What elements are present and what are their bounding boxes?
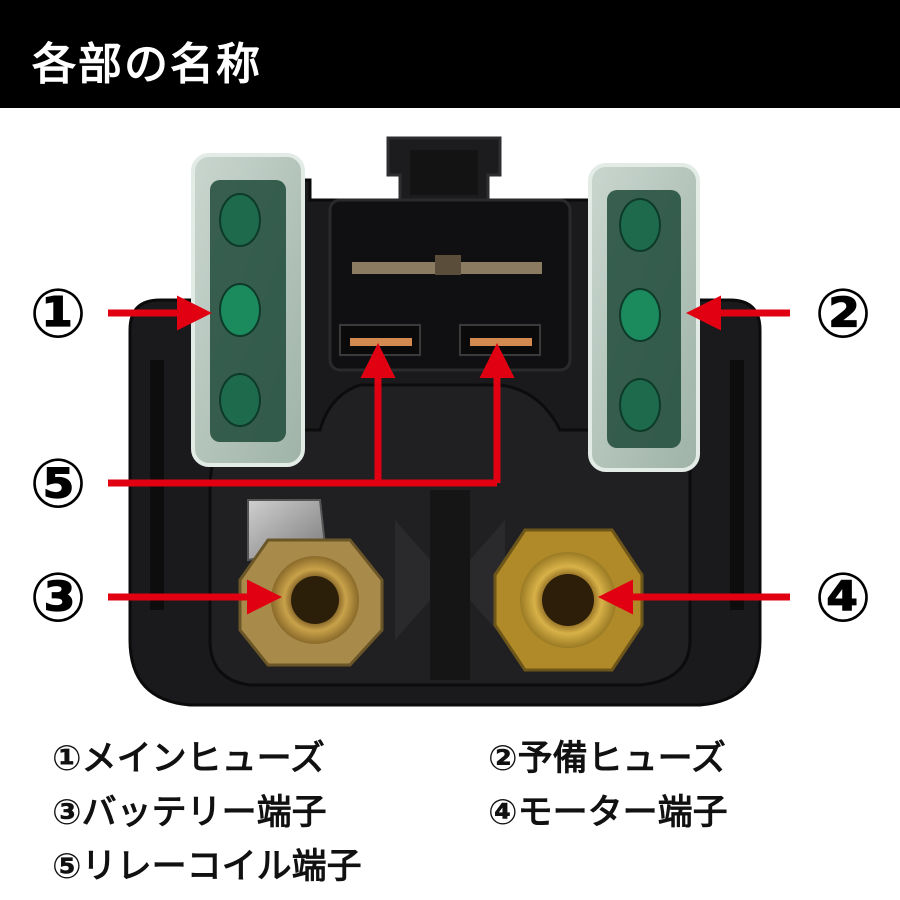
relay-diagram: ① ② ⑤ ③ ④ bbox=[29, 136, 872, 707]
spare-fuse bbox=[588, 163, 700, 472]
callout-1: ① bbox=[29, 275, 87, 354]
callout-2: ② bbox=[814, 275, 872, 354]
legend-battery-terminal: ③バッテリー端子 bbox=[52, 793, 327, 833]
callout-5: ⑤ bbox=[29, 445, 87, 524]
legend-relay-coil-terminal: ⑤リレーコイル端子 bbox=[52, 847, 362, 887]
arrows bbox=[108, 295, 790, 615]
callout-4: ④ bbox=[814, 559, 872, 638]
parts-legend: ①メインヒューズ ②予備ヒューズ ③バッテリー端子 ④モーター端子 ⑤リレーコイ… bbox=[0, 720, 900, 900]
legend-motor-terminal: ④モーター端子 bbox=[488, 793, 728, 833]
battery-terminal bbox=[238, 499, 384, 667]
legend-main-fuse: ①メインヒューズ bbox=[52, 739, 325, 779]
callout-3: ③ bbox=[29, 559, 87, 638]
page-title: 各部の名称 bbox=[32, 39, 262, 90]
header-bar: 各部の名称 bbox=[0, 0, 900, 108]
legend-spare-fuse: ②予備ヒューズ bbox=[488, 739, 726, 779]
main-fuse bbox=[191, 153, 305, 467]
motor-terminal bbox=[493, 528, 644, 672]
